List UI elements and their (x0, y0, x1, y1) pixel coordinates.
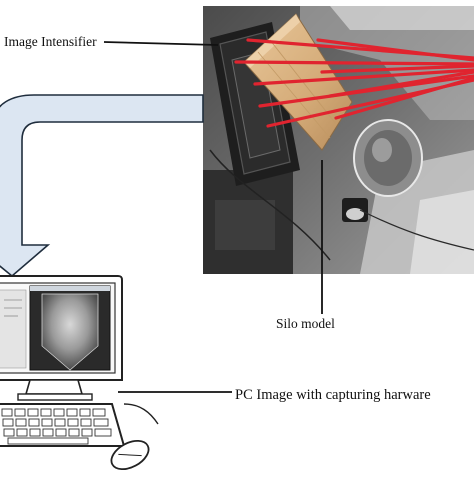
desktop-computer-icon (0, 275, 123, 401)
label-image-intensifier: Image Intensifier (4, 34, 97, 49)
xray-silo-image (41, 293, 99, 371)
mouse-icon (110, 403, 159, 471)
keyboard-icon (0, 403, 126, 447)
cylinder-container (353, 119, 423, 197)
label-silo-model: Silo model (276, 316, 335, 331)
label-pc-capture: PC Image with capturing harware (235, 387, 431, 403)
motor-part (342, 198, 368, 222)
laser-beams (234, 38, 474, 128)
curved-flow-arrow (0, 94, 204, 278)
experimental-setup-photo (203, 6, 474, 274)
leader-lines (103, 41, 323, 393)
